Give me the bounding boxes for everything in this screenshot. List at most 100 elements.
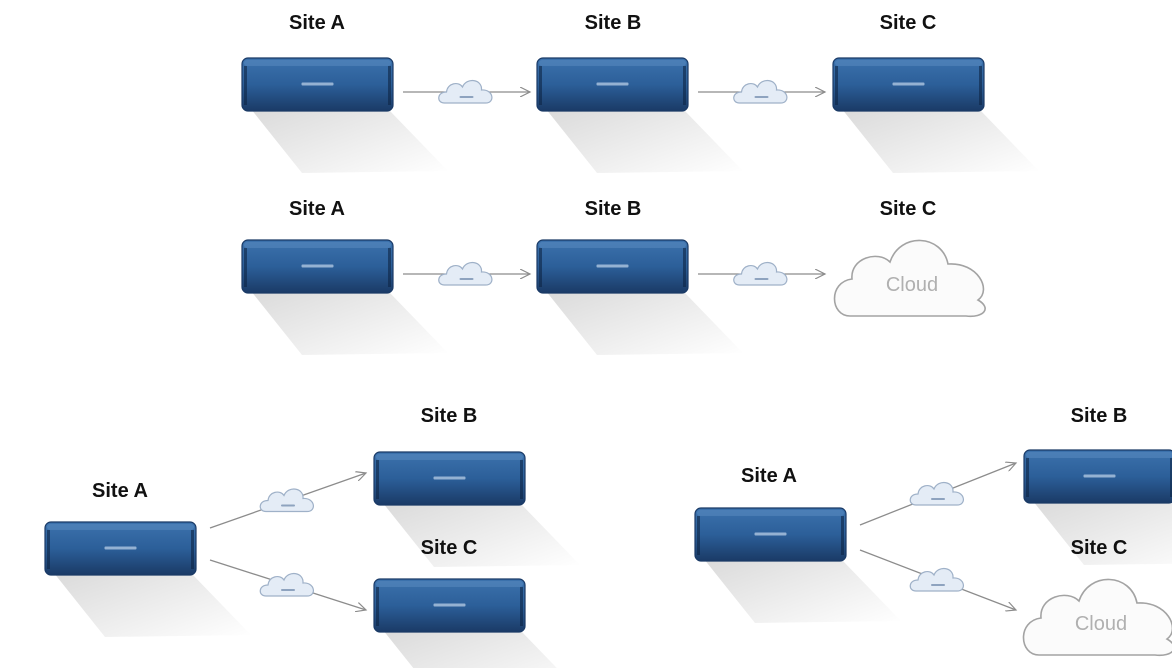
wan-cloud-mark <box>931 498 945 500</box>
server-logo-mark <box>892 82 925 86</box>
server-shadow <box>537 279 743 355</box>
wan-cloud-shape <box>909 482 964 506</box>
server-appliance-icon <box>44 521 197 576</box>
server-appliance-icon <box>241 239 394 294</box>
wan-cloud-shape <box>438 262 493 286</box>
site-b-label: Site B <box>584 12 642 34</box>
wan-cloud-mark <box>281 504 295 507</box>
server-top-edge <box>539 60 686 66</box>
server-shadow <box>374 491 580 567</box>
server-shadow <box>695 547 901 623</box>
server-top-edge <box>47 524 194 530</box>
server-appliance-icon <box>536 57 689 112</box>
cloud-label: Cloud <box>1075 613 1127 635</box>
wan-cloud-mark <box>931 584 945 586</box>
cloud-storage-icon: Cloud <box>1022 578 1172 657</box>
server-top-edge <box>244 60 391 66</box>
wan-cloud-mark <box>459 96 474 98</box>
server-appliance-icon <box>373 578 526 633</box>
cloud-storage-icon: Cloud <box>833 239 986 318</box>
wan-cloud-icon <box>438 262 493 286</box>
server-appliance-icon <box>1023 449 1172 504</box>
server-right-handle <box>520 460 523 499</box>
wan-cloud-icon <box>909 482 964 506</box>
server-left-handle <box>1026 458 1029 497</box>
server-shadow <box>242 97 448 173</box>
server-appliance-icon <box>373 451 526 506</box>
wan-cloud-mark <box>459 278 474 280</box>
wan-cloud-icon <box>733 262 788 286</box>
cloud-label: Cloud <box>886 274 938 296</box>
server-logo-mark <box>301 264 334 268</box>
server-logo-mark <box>433 476 466 480</box>
server-shadow <box>242 279 448 355</box>
server-right-handle <box>388 66 391 105</box>
cloud-storage-shape <box>1022 578 1172 657</box>
site-c-label: Site C <box>879 198 937 220</box>
server-logo-mark <box>433 603 466 607</box>
server-right-handle <box>388 248 391 287</box>
wan-cloud-shape <box>733 80 788 104</box>
site-b-label: Site B <box>1070 405 1128 427</box>
server-logo-mark <box>104 546 137 550</box>
cloud-storage-shape <box>833 239 986 318</box>
server-right-handle <box>979 66 982 105</box>
wan-cloud-mark <box>754 278 769 280</box>
server-top-edge <box>697 510 844 516</box>
wan-cloud-icon <box>259 573 314 597</box>
site-a-label: Site A <box>741 465 797 487</box>
server-left-handle <box>539 66 542 105</box>
wan-cloud-mark <box>281 589 295 591</box>
server-top-edge <box>539 242 686 248</box>
wan-cloud-icon <box>259 488 314 513</box>
server-logo-mark <box>754 532 787 536</box>
wan-cloud-icon <box>438 80 493 104</box>
server-appliance-icon <box>694 507 847 562</box>
wan-cloud-shape <box>733 262 788 286</box>
server-left-handle <box>835 66 838 105</box>
server-shadow <box>1024 489 1172 565</box>
server-left-handle <box>697 516 700 555</box>
server-logo-mark <box>1083 474 1116 478</box>
site-c-label: Site C <box>879 12 937 34</box>
site-a-label: Site A <box>289 198 345 220</box>
server-top-edge <box>1026 452 1172 458</box>
site-b-label: Site B <box>420 405 478 427</box>
server-top-edge <box>376 581 523 587</box>
server-left-handle <box>376 587 379 626</box>
server-right-handle <box>1170 458 1172 497</box>
wan-cloud-icon <box>733 80 788 104</box>
server-top-edge <box>376 454 523 460</box>
wan-cloud-shape <box>259 573 314 597</box>
server-shadow <box>45 561 251 637</box>
server-left-handle <box>244 248 247 287</box>
server-logo-mark <box>596 82 629 86</box>
site-b-label: Site B <box>584 198 642 220</box>
server-right-handle <box>683 66 686 105</box>
server-logo-mark <box>596 264 629 268</box>
server-right-handle <box>683 248 686 287</box>
server-logo-mark <box>301 82 334 86</box>
server-right-handle <box>841 516 844 555</box>
wan-cloud-shape <box>909 568 964 592</box>
server-left-handle <box>244 66 247 105</box>
server-shadow <box>833 97 1039 173</box>
site-a-label: Site A <box>92 480 148 502</box>
server-shadow <box>537 97 743 173</box>
server-left-handle <box>539 248 542 287</box>
server-top-edge <box>835 60 982 66</box>
wan-cloud-shape <box>438 80 493 104</box>
server-appliance-icon <box>241 57 394 112</box>
server-top-edge <box>244 242 391 248</box>
wan-cloud-shape <box>259 488 314 513</box>
wan-cloud-icon <box>909 568 964 592</box>
server-right-handle <box>520 587 523 626</box>
server-appliance-icon <box>536 239 689 294</box>
server-left-handle <box>47 530 50 569</box>
site-a-label: Site A <box>289 12 345 34</box>
server-left-handle <box>376 460 379 499</box>
server-appliance-icon <box>832 57 985 112</box>
server-right-handle <box>191 530 194 569</box>
wan-cloud-mark <box>754 96 769 98</box>
